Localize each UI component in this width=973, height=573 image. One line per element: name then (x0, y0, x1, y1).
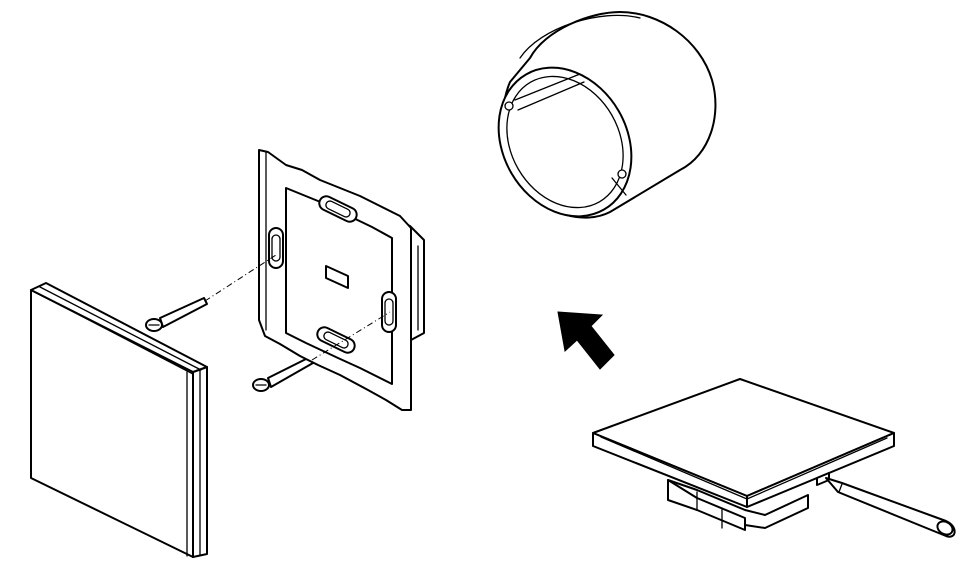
front-panel (30, 282, 208, 558)
direction-arrow (557, 311, 615, 370)
screw-2 (252, 356, 314, 392)
switch-module (592, 378, 895, 531)
wall-box (497, 11, 717, 219)
screwdriver (825, 477, 956, 538)
screw-1 (145, 297, 208, 332)
mounting-frame (258, 149, 425, 411)
